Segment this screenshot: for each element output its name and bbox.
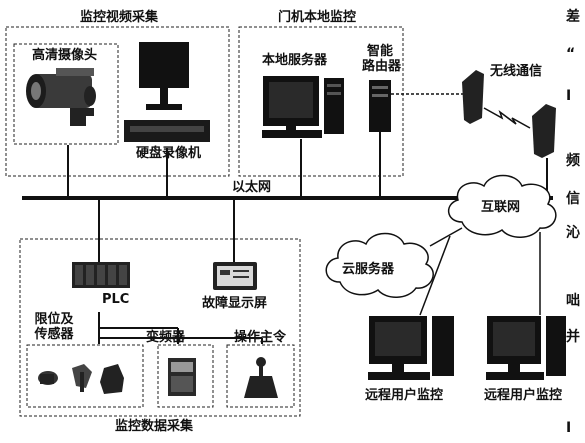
- internet-cloud: [448, 174, 557, 238]
- camera-subbox: [13, 43, 119, 145]
- sensor-subbox: [26, 344, 144, 408]
- cloud-server-cloud: [325, 232, 434, 298]
- ethernet-label: 以太网: [232, 180, 272, 195]
- remote-user-label-2: 远程用户监控: [484, 388, 563, 403]
- local-server-icon: [262, 76, 344, 138]
- master-switch-label: 操作主令: [234, 330, 287, 345]
- plc-label: PLC: [102, 292, 130, 307]
- internet-label: 互联网: [481, 200, 521, 215]
- limit-sensor-label: 限位及 传感器: [26, 312, 82, 342]
- margin-char-3: I: [566, 88, 572, 104]
- hd-camera-label: 高清摄像头: [32, 48, 98, 63]
- margin-char-9: I: [566, 420, 572, 436]
- limit-sensor-label-line2: 传感器: [34, 327, 74, 342]
- limit-sensor-icon: [38, 364, 124, 394]
- data-capture-group-box: [19, 238, 301, 417]
- video-capture-group-box: [5, 26, 230, 177]
- remote-user-computer-icon-2: [486, 316, 566, 380]
- limit-sensor-label-line1: 限位及: [34, 312, 74, 327]
- plc-icon: [72, 262, 130, 288]
- margin-char-5: 信: [566, 191, 580, 207]
- margin-char-4: 频: [566, 153, 580, 169]
- margin-char-7: 咄: [566, 293, 580, 309]
- remote-user-label-1: 远程用户监控: [365, 388, 444, 403]
- dvr-label: 硬盘录像机: [136, 146, 202, 161]
- video-capture-group-title: 监控视频采集: [80, 10, 159, 25]
- wireless-link: [483, 107, 531, 129]
- wireless-antenna-icon-1: [462, 70, 484, 124]
- local-server-label: 本地服务器: [262, 53, 328, 68]
- inverter-icon: [168, 358, 196, 396]
- smart-router-label-line1: 智能: [366, 44, 393, 59]
- wireless-antenna-icon-2: [532, 104, 556, 158]
- remote-user-computer-icon-1: [368, 316, 454, 380]
- smart-router-label: 智能 路由器: [362, 44, 402, 74]
- master-switch-icon: [244, 357, 278, 398]
- inverter-subbox: [157, 344, 214, 408]
- fault-display-label: 故障显示屏: [202, 296, 268, 311]
- margin-char-1: 差: [566, 9, 580, 25]
- fault-display-icon: [213, 262, 257, 290]
- smart-router-icon: [369, 80, 391, 132]
- smart-router-label-line2: 路由器: [362, 59, 402, 74]
- hd-camera-icon: [26, 68, 96, 126]
- margin-char-8: 并: [566, 329, 580, 345]
- door-local-group-title: 门机本地监控: [278, 10, 357, 25]
- master-switch-subbox: [226, 344, 295, 408]
- inverter-label: 变频器: [146, 330, 186, 345]
- cloud-server-label: 云服务器: [342, 262, 395, 277]
- margin-char-2: “: [566, 46, 576, 62]
- wireless-label: 无线通信: [490, 64, 543, 79]
- margin-char-6: 沁: [566, 225, 580, 241]
- dvr-icon: [124, 42, 210, 142]
- data-capture-group-title: 监控数据采集: [115, 419, 194, 434]
- door-local-group-box: [238, 26, 404, 177]
